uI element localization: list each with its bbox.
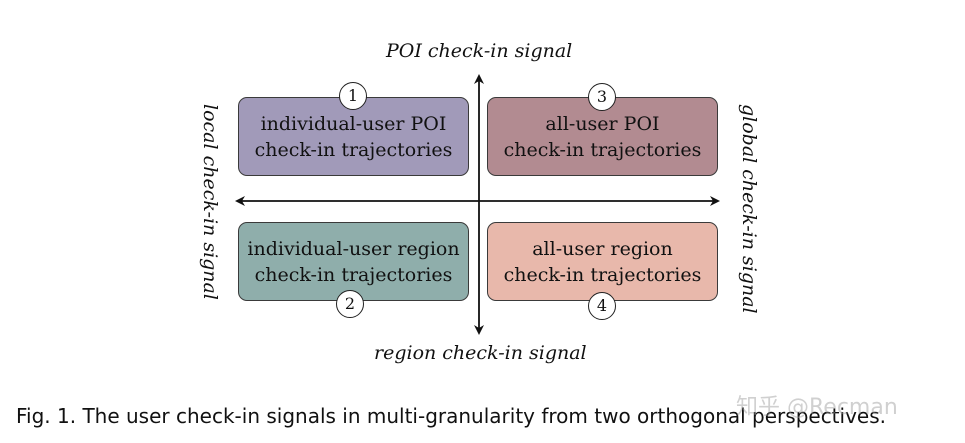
quadrant-line1: all-user POI <box>545 112 660 135</box>
quadrant-line1: individual-user region <box>247 237 460 260</box>
quadrant-number-badge: 2 <box>336 290 364 318</box>
quadrant-line1: individual-user POI <box>260 112 447 135</box>
quadrant-line1: all-user region <box>532 237 673 260</box>
quadrant-line2: check-in trajectories <box>254 138 453 161</box>
axis-label-bottom: region check-in signal <box>374 342 587 364</box>
quadrant-box-individual-poi: individual-user POI check-in trajectories <box>238 97 469 176</box>
quadrant-number-badge: 4 <box>588 292 616 320</box>
figure-caption: Fig. 1. The user check-in signals in mul… <box>16 404 886 428</box>
quadrant-box-all-region: all-user region check-in trajectories <box>487 222 718 301</box>
quadrant-line2: check-in trajectories <box>254 263 453 286</box>
quadrant-box-individual-region: individual-user region check-in trajector… <box>238 222 469 301</box>
quadrant-number-badge: 1 <box>339 82 367 110</box>
watermark: 知乎 @Recman <box>736 395 898 420</box>
quadrant-number-badge: 3 <box>588 83 616 111</box>
axis-label-right: global check-in signal <box>738 104 760 314</box>
quadrant-line2: check-in trajectories <box>503 263 702 286</box>
axis-label-top: POI check-in signal <box>386 40 573 62</box>
axis-label-left: local check-in signal <box>199 104 221 300</box>
quadrant-line2: check-in trajectories <box>503 138 702 161</box>
